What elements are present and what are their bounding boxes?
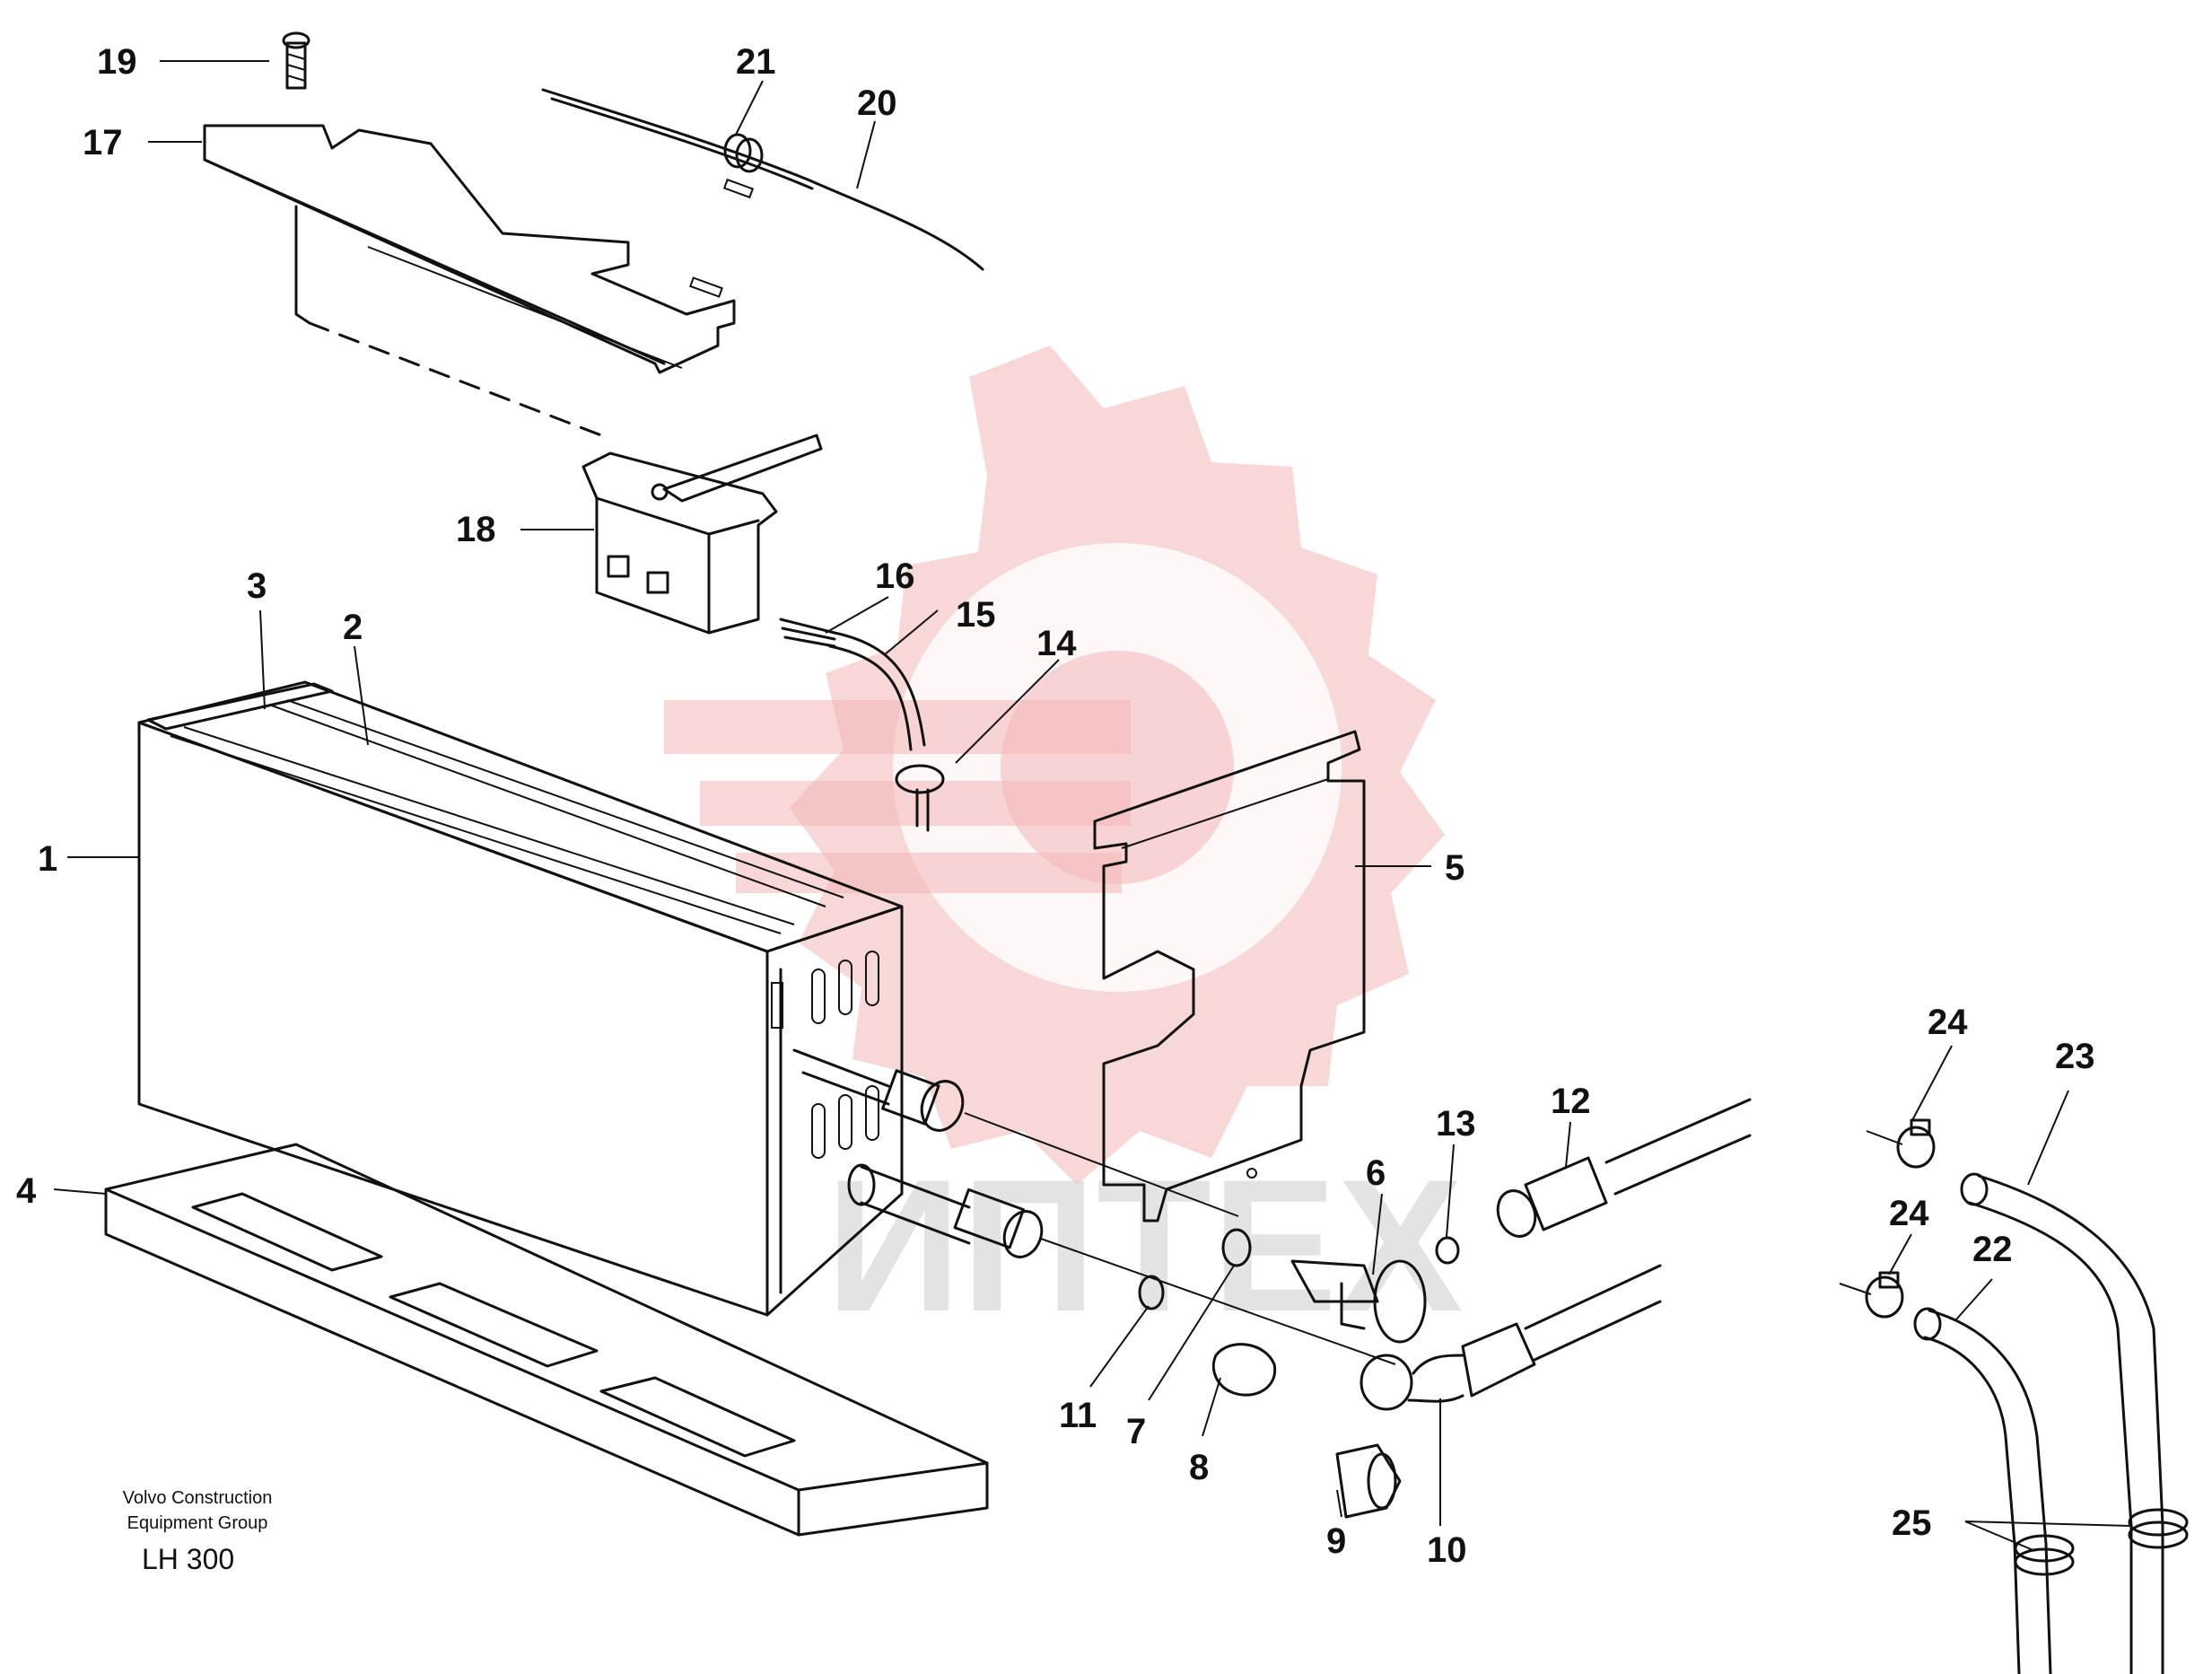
callout-3: 3 — [247, 566, 267, 606]
callout-16: 16 — [875, 557, 915, 596]
part-2-filter — [268, 699, 844, 907]
part-3-seal-strip — [146, 682, 334, 731]
pipe-lower — [847, 1163, 1396, 1365]
part-24-clamp-upper — [1866, 1118, 1936, 1169]
callout-8: 8 — [1189, 1448, 1209, 1487]
pipe-upper — [792, 1048, 1239, 1217]
callout-14: 14 — [1036, 624, 1077, 663]
callout-9: 9 — [1326, 1521, 1346, 1561]
part-9-sleeve — [1335, 1443, 1402, 1519]
part-25-grommets — [2014, 1508, 2189, 1576]
model-label: LH 300 — [142, 1543, 234, 1575]
callout-1: 1 — [38, 839, 57, 879]
callout-25: 25 — [1892, 1503, 1932, 1543]
part-8-clip — [1211, 1343, 1277, 1397]
callout-13: 13 — [1436, 1104, 1476, 1144]
watermark-gear-logo — [664, 346, 1445, 1185]
callout-10: 10 — [1427, 1530, 1467, 1570]
part-10-hose — [1360, 1264, 1662, 1411]
part-24-clamp-lower — [1839, 1271, 1904, 1319]
callout-21: 21 — [736, 42, 776, 82]
callout-24-upper: 24 — [1928, 1003, 1968, 1042]
part-17-bracket — [203, 124, 755, 437]
part-4-base-plate — [104, 1143, 989, 1537]
callout-15: 15 — [956, 595, 996, 635]
callout-18: 18 — [456, 510, 496, 549]
company-name-line2: Equipment Group — [127, 1513, 268, 1533]
callout-7: 7 — [1126, 1412, 1146, 1451]
part-14-grommet — [895, 764, 945, 832]
part-1-heater-box — [137, 680, 904, 1317]
part-23-hose — [1960, 1172, 2164, 1674]
leader-lines — [53, 60, 2132, 1552]
part-13-o-ring — [1435, 1236, 1460, 1265]
part-16-wires — [779, 618, 836, 648]
part-12-hose — [1496, 1098, 1752, 1238]
part-11-washer — [1138, 1275, 1165, 1310]
callout-20: 20 — [857, 83, 897, 123]
watermark-text: ИПТЕХ — [826, 1140, 1463, 1351]
callout-22: 22 — [1972, 1230, 2013, 1269]
part-18-switch — [581, 434, 823, 635]
part-7-washer — [1221, 1228, 1252, 1267]
callout-4: 4 — [16, 1171, 37, 1211]
part-5-cover-plate — [1093, 730, 1366, 1223]
callout-11: 11 — [1059, 1396, 1097, 1435]
callout-2: 2 — [343, 608, 363, 647]
callout-12: 12 — [1551, 1082, 1591, 1121]
callout-19: 19 — [97, 42, 137, 82]
part-6-valve — [1290, 1259, 1427, 1344]
part-21-clip — [723, 133, 764, 173]
callout-24-lower: 24 — [1889, 1194, 1929, 1233]
callout-23: 23 — [2055, 1037, 2095, 1076]
callout-6: 6 — [1366, 1153, 1386, 1193]
company-name-line1: Volvo Construction — [123, 1488, 273, 1508]
callout-17: 17 — [83, 123, 123, 162]
part-22-hose — [1913, 1307, 2052, 1674]
part-20-cable — [541, 88, 984, 271]
part-15-hose — [828, 631, 926, 751]
part-19-screw — [282, 31, 310, 90]
callout-5: 5 — [1445, 848, 1464, 888]
